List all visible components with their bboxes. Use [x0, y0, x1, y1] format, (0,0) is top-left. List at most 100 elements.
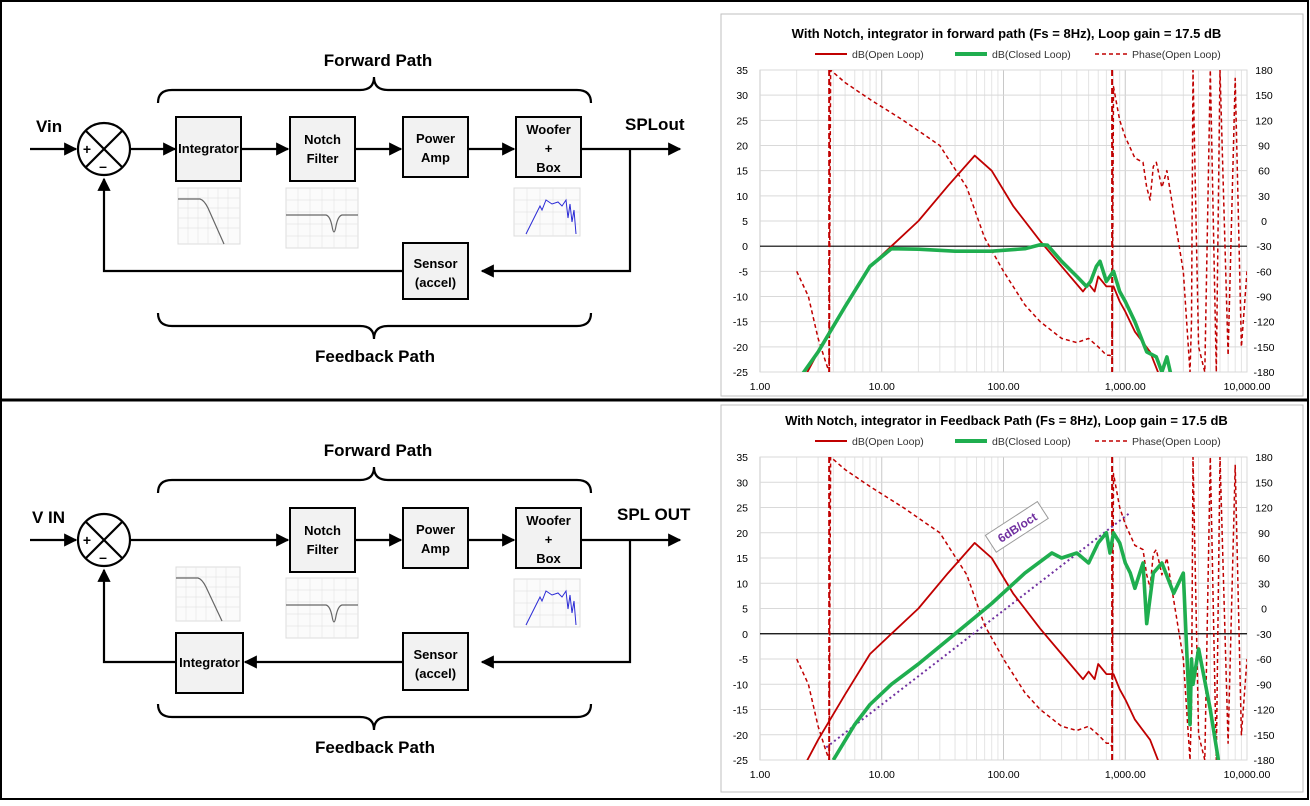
y2-tick-label: 120 — [1255, 503, 1273, 515]
chart-title: With Notch, integrator in forward path (… — [792, 26, 1222, 41]
phase-curve — [796, 70, 1247, 372]
notch-label-line2: Filter — [307, 542, 339, 557]
sum-plus-sign: + — [83, 532, 91, 548]
woofer-label-line1: Woofer — [526, 122, 571, 137]
plot-content — [796, 70, 1247, 372]
y2-tick-label: 150 — [1255, 90, 1273, 102]
bottom-chart-frame — [720, 404, 1304, 793]
input-label: V IN — [32, 508, 65, 527]
x-tick-label: 1.00 — [750, 381, 771, 393]
y-tick-label: -10 — [733, 679, 748, 691]
y2-tick-label: 180 — [1255, 452, 1273, 464]
amp-label-line2: Amp — [421, 541, 450, 556]
amp-label-line1: Power — [416, 131, 455, 146]
y2-tick-label: 180 — [1255, 65, 1273, 77]
y2-tick-label: 150 — [1255, 477, 1273, 489]
woofer-label-line3: Box — [536, 160, 561, 175]
closed-loop-curve — [801, 242, 1173, 372]
input-label: Vin — [36, 117, 62, 136]
y2-tick-label: 90 — [1258, 528, 1270, 540]
amp-label-line1: Power — [416, 522, 455, 537]
legend-entry: Phase(Open Loop) — [1132, 49, 1221, 61]
top-bode-chart: With Notch, integrator in forward path (… — [733, 26, 1275, 393]
y-tick-label: -20 — [733, 730, 748, 742]
wire-sensor-to-sum — [97, 177, 402, 273]
sensor-label-line1: Sensor — [413, 647, 457, 662]
woofer-response-thumbnail — [513, 187, 581, 237]
forward-path-brace — [156, 76, 593, 104]
y-tick-label: 5 — [742, 604, 748, 616]
y-tick-label: -10 — [733, 292, 748, 304]
y2-tick-label: -120 — [1253, 317, 1274, 329]
y2-tick-label: -60 — [1256, 654, 1271, 666]
y2-tick-label: 0 — [1261, 604, 1267, 616]
top-chart-frame — [720, 13, 1304, 397]
notch-label-line1: Notch — [304, 523, 341, 538]
bottom-block-diagram: Forward Path Feedback Path V IN SPL OUT … — [30, 441, 691, 757]
y-tick-label: 0 — [742, 241, 748, 253]
y-tick-label: 30 — [736, 90, 748, 102]
summing-junction: + – — [76, 121, 132, 177]
x-tick-label: 100.00 — [987, 769, 1019, 781]
wire-integrator-to-sum — [97, 568, 176, 664]
notch-filter-block: Notch Filter — [289, 116, 356, 182]
y-tick-label: 25 — [736, 115, 748, 127]
feedback-path-label: Feedback Path — [315, 738, 435, 757]
power-amp-block: Power Amp — [402, 116, 469, 178]
legend-entry: dB(Closed Loop) — [992, 436, 1071, 448]
y-tick-label: 20 — [736, 141, 748, 153]
woofer-label-line2: + — [545, 532, 553, 547]
woofer-box-block: Woofer + Box — [515, 507, 582, 569]
notch-response-thumbnail — [285, 187, 359, 249]
sensor-block: Sensor (accel) — [402, 632, 469, 691]
y2-tick-label: -150 — [1253, 342, 1274, 354]
x-tick-label: 1,000.00 — [1105, 769, 1146, 781]
y-tick-label: -5 — [739, 654, 748, 666]
y2-tick-label: -30 — [1256, 629, 1271, 641]
y2-tick-label: 30 — [1258, 191, 1270, 203]
legend-entry: dB(Open Loop) — [852, 436, 924, 448]
summing-junction: + – — [76, 512, 132, 568]
x-tick-label: 100.00 — [987, 381, 1019, 393]
y2-tick-label: -60 — [1256, 266, 1271, 278]
y2-tick-label: 0 — [1261, 216, 1267, 228]
output-label: SPLout — [625, 115, 685, 134]
y-tick-label: -5 — [739, 266, 748, 278]
woofer-label-line1: Woofer — [526, 513, 571, 528]
top-block-diagram: Forward Path Feedback Path Vin SPLout + … — [30, 51, 685, 366]
y2-tick-label: 60 — [1258, 166, 1270, 178]
output-label: SPL OUT — [617, 505, 691, 524]
y-tick-label: 10 — [736, 578, 748, 590]
woofer-label-line3: Box — [536, 551, 561, 566]
integrator-block-label: Integrator — [178, 141, 239, 156]
y-tick-label: 30 — [736, 477, 748, 489]
y2-tick-label: -180 — [1253, 367, 1274, 379]
y-tick-label: 10 — [736, 191, 748, 203]
sensor-label-line2: (accel) — [415, 275, 456, 290]
sensor-block: Sensor (accel) — [402, 242, 469, 300]
x-tick-label: 1,000.00 — [1105, 381, 1146, 393]
y-tick-label: 25 — [736, 503, 748, 515]
legend-entry: Phase(Open Loop) — [1132, 436, 1221, 448]
x-tick-label: 10,000.00 — [1224, 769, 1271, 781]
woofer-box-block: Woofer + Box — [515, 116, 582, 178]
sensor-label-line1: Sensor — [413, 256, 457, 271]
forward-path-label: Forward Path — [324, 441, 433, 460]
integrator-block: Integrator — [175, 116, 242, 182]
legend-entry: dB(Open Loop) — [852, 49, 924, 61]
wire-output-to-sensor — [480, 149, 632, 278]
y-tick-label: 15 — [736, 553, 748, 565]
notch-filter-block: Notch Filter — [289, 507, 356, 573]
notch-response-thumbnail — [285, 577, 359, 639]
y2-tick-label: 60 — [1258, 553, 1270, 565]
integrator-block-label: Integrator — [179, 655, 240, 670]
y-tick-label: -20 — [733, 342, 748, 354]
phase-curve — [796, 457, 1247, 760]
slope-reference-line — [825, 511, 1131, 749]
y2-tick-label: 30 — [1258, 578, 1270, 590]
legend-entry: dB(Closed Loop) — [992, 49, 1071, 61]
y2-tick-label: -30 — [1256, 241, 1271, 253]
y2-tick-label: -180 — [1253, 755, 1274, 767]
